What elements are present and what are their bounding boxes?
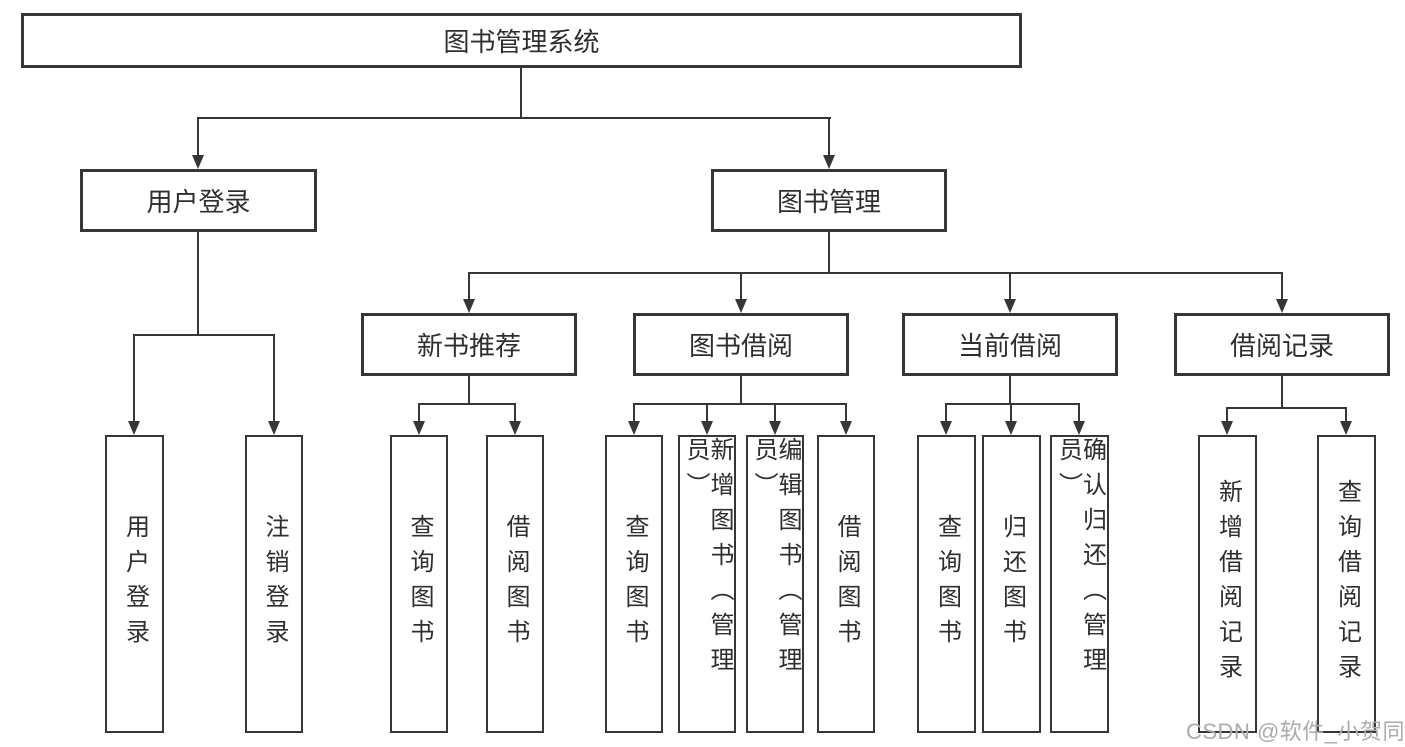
connector-line (945, 403, 1080, 405)
leaf-confirm-return-admin: 确认归还（管理员） (1050, 435, 1109, 733)
connector-line (273, 334, 275, 421)
connector-line (1281, 375, 1283, 408)
connector-line (706, 403, 708, 421)
arrow-down-icon (192, 155, 204, 169)
arrow-down-icon (509, 421, 521, 435)
arrow-down-icon (1073, 421, 1085, 435)
connector-line (1009, 375, 1011, 404)
connector-line (1226, 407, 1228, 421)
arrow-down-icon (1005, 421, 1017, 435)
connector-line (418, 403, 516, 405)
leaf-query-borrowing-record: 查询借阅记录 (1317, 435, 1376, 733)
csdn-watermark: CSDN @软件_小贺同学 (1186, 719, 1405, 744)
arrow-down-icon (701, 421, 713, 435)
connector-line (1281, 272, 1283, 299)
connector-line (1078, 403, 1080, 421)
leaf-user-login: 用户登录 (105, 435, 164, 733)
connector-line (828, 117, 830, 155)
leaf-return-books: 归还图书 (982, 435, 1041, 733)
arrow-down-icon (735, 299, 747, 313)
node-book-borrowing: 图书借阅 (633, 313, 849, 376)
connector-line (828, 231, 830, 273)
arrow-down-icon (823, 155, 835, 169)
arrow-down-icon (840, 421, 852, 435)
arrow-down-icon (940, 421, 952, 435)
connector-line (1345, 407, 1347, 421)
node-new-book-recommendation: 新书推荐 (361, 313, 577, 376)
connector-line (845, 403, 847, 421)
leaf-add-borrowing-record: 新增借阅记录 (1198, 435, 1257, 733)
connector-line (1010, 403, 1012, 421)
connector-line (1226, 407, 1347, 409)
leaf-borrow-books: 借阅图书 (817, 435, 875, 733)
leaf-logout: 注销登录 (245, 435, 303, 733)
arrow-down-icon (1340, 421, 1352, 435)
connector-line (468, 272, 1283, 274)
connector-line (197, 117, 199, 155)
connector-line (468, 375, 470, 404)
connector-line (633, 403, 847, 405)
connector-line (514, 403, 516, 421)
connector-line (197, 231, 199, 335)
connector-line (774, 403, 776, 421)
arrow-down-icon (769, 421, 781, 435)
connector-line (133, 334, 275, 336)
connector-line (740, 272, 742, 299)
arrow-down-icon (628, 421, 640, 435)
leaf-query-books: 查询图书 (917, 435, 976, 733)
connector-line (133, 334, 135, 421)
connector-line (468, 272, 470, 299)
connector-line (418, 403, 420, 421)
connector-line (1009, 272, 1011, 299)
leaf-query-books: 查询图书 (605, 435, 663, 733)
node-book-management: 图书管理 (711, 169, 947, 232)
arrow-down-icon (1276, 299, 1288, 313)
arrow-down-icon (1221, 421, 1233, 435)
leaf-borrow-books: 借阅图书 (486, 435, 544, 733)
arrow-down-icon (463, 299, 475, 313)
connector-line (520, 67, 522, 118)
leaf-edit-books-admin: 编辑图书（管理员） (746, 435, 804, 733)
node-user-login: 用户登录 (80, 169, 317, 232)
leaf-query-books: 查询图书 (390, 435, 448, 733)
arrow-down-icon (1004, 299, 1016, 313)
node-borrowing-records: 借阅记录 (1174, 313, 1390, 376)
node-current-borrowing: 当前借阅 (902, 313, 1118, 376)
node-library-management-system: 图书管理系统 (21, 13, 1022, 68)
leaf-add-books-admin: 新增图书（管理员） (678, 435, 736, 733)
connector-line (197, 117, 831, 119)
arrow-down-icon (413, 421, 425, 435)
arrow-down-icon (128, 421, 140, 435)
connector-line (945, 403, 947, 421)
arrow-down-icon (268, 421, 280, 435)
connector-line (633, 403, 635, 421)
connector-line (740, 375, 742, 404)
